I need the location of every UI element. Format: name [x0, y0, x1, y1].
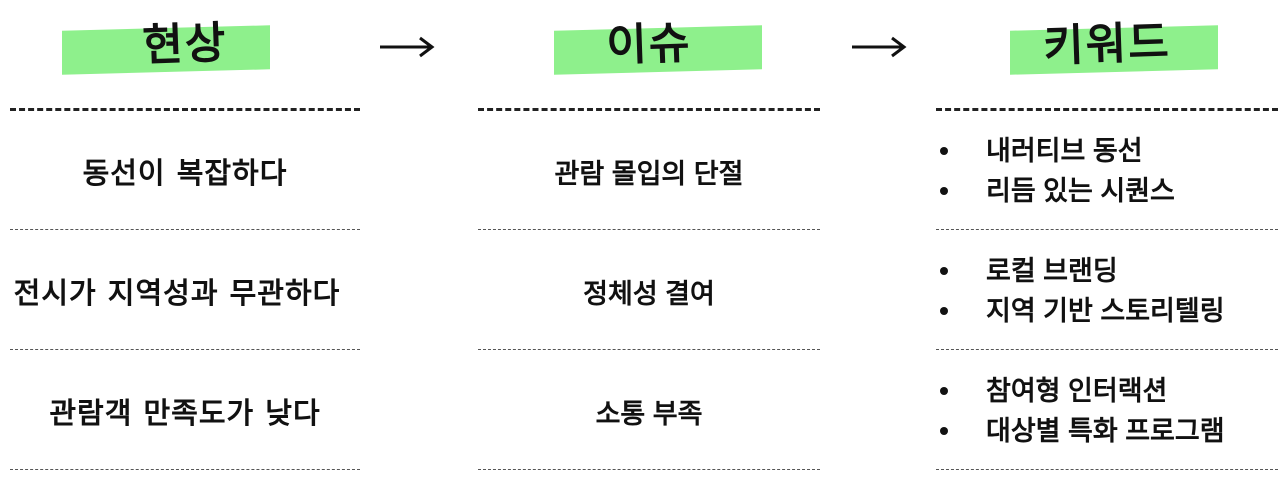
- bullet-dot-icon: [940, 307, 948, 315]
- keyword-text: 참여형 인터랙션: [986, 376, 1168, 406]
- phenomenon-cell: 동선이 복잡하다: [10, 112, 360, 230]
- row-divider: [936, 229, 1278, 230]
- column-header: 현상: [10, 12, 360, 82]
- header-divider: [478, 108, 820, 111]
- issue-text: 소통 부족: [595, 398, 703, 429]
- keyword-list: 내러티브 동선 리듬 있는 시퀀스: [936, 131, 1278, 211]
- keyword-text: 대상별 특화 프로그램: [986, 416, 1225, 446]
- column-heading: 이슈: [605, 17, 693, 72]
- keyword-list: 참여형 인터랙션 대상별 특화 프로그램: [936, 371, 1278, 451]
- keyword-item: 대상별 특화 프로그램: [936, 411, 1278, 451]
- row-divider: [478, 469, 820, 470]
- keyword-item: 리듬 있는 시퀀스: [936, 171, 1278, 211]
- bullet-dot-icon: [940, 427, 948, 435]
- bullet-dot-icon: [940, 147, 948, 155]
- row-divider: [936, 469, 1278, 470]
- keyword-item: 로컬 브랜딩: [936, 251, 1278, 291]
- keyword-text: 내러티브 동선: [986, 136, 1143, 166]
- keyword-text: 리듬 있는 시퀀스: [986, 176, 1175, 206]
- keyword-text: 지역 기반 스토리텔링: [986, 296, 1225, 326]
- phenomenon-text: 관람객 만족도가 낮다: [49, 396, 321, 430]
- bullet-dot-icon: [940, 267, 948, 275]
- keyword-list: 로컬 브랜딩 지역 기반 스토리텔링: [936, 251, 1278, 331]
- phenomenon-text: 동선이 복잡하다: [82, 156, 288, 190]
- phenomenon-cell: 관람객 만족도가 낮다: [10, 352, 360, 470]
- column-header: 이슈: [478, 12, 820, 82]
- row-divider: [10, 229, 360, 230]
- bullet-dot-icon: [940, 387, 948, 395]
- column-heading: 키워드: [1042, 16, 1172, 73]
- keyword-item: 내러티브 동선: [936, 131, 1278, 171]
- issue-cell: 정체성 결여: [478, 232, 820, 350]
- issue-cell: 관람 몰입의 단절: [478, 112, 820, 230]
- row-divider: [478, 229, 820, 230]
- phenomenon-text: 전시가 지역성과 무관하다: [13, 276, 341, 310]
- column-keyword: 키워드 내러티브 동선 리듬 있는 시퀀스 로컬 브랜딩 지역 기반 스토리텔링…: [936, 0, 1278, 482]
- bullet-dot-icon: [940, 187, 948, 195]
- issue-text: 관람 몰입의 단절: [554, 158, 744, 189]
- keyword-text: 로컬 브랜딩: [986, 256, 1118, 286]
- keyword-item: 지역 기반 스토리텔링: [936, 291, 1278, 331]
- issue-text: 정체성 결여: [583, 278, 715, 309]
- issue-cell: 소통 부족: [478, 352, 820, 470]
- arrow-right-icon: [380, 36, 435, 58]
- column-heading: 현상: [141, 17, 229, 72]
- header-divider: [10, 108, 360, 111]
- column-header: 키워드: [936, 12, 1278, 82]
- header-divider: [936, 108, 1278, 111]
- row-divider: [10, 469, 360, 470]
- row-divider: [10, 349, 360, 350]
- column-issue: 이슈 관람 몰입의 단절 정체성 결여 소통 부족: [478, 0, 820, 482]
- arrow-right-icon: [852, 36, 907, 58]
- phenomenon-cell: 전시가 지역성과 무관하다: [10, 232, 360, 350]
- keyword-item: 참여형 인터랙션: [936, 371, 1278, 411]
- row-divider: [478, 349, 820, 350]
- row-divider: [936, 349, 1278, 350]
- column-phenomenon: 현상 동선이 복잡하다 전시가 지역성과 무관하다 관람객 만족도가 낮다: [10, 0, 360, 482]
